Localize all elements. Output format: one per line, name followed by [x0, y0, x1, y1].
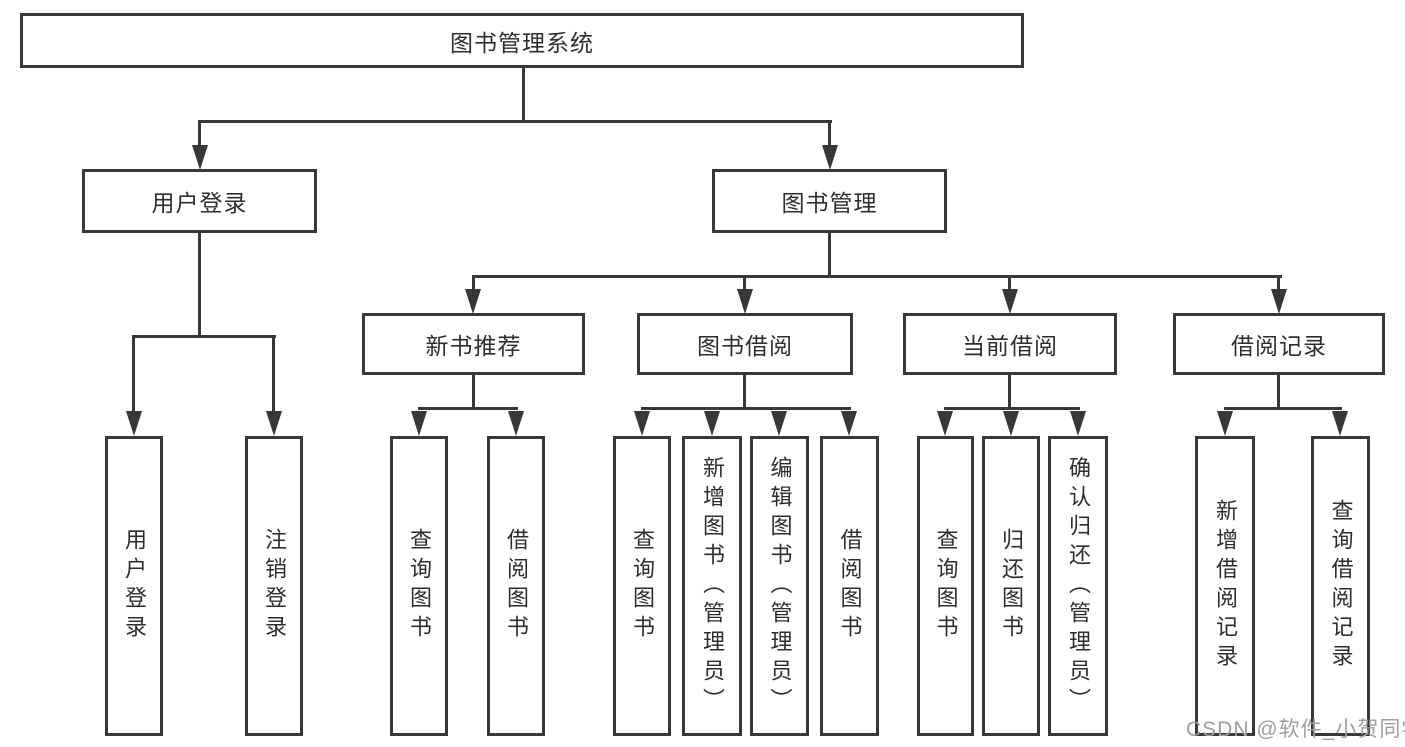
leaf-label: 查询图书: [933, 528, 959, 644]
connector-vline: [198, 120, 201, 146]
arrowhead-down-icon: [1217, 411, 1233, 436]
node-book-management: 图书管理: [712, 169, 947, 233]
connector-vline: [1008, 375, 1011, 409]
leaf-confirm-return-admin: 确认归还（管理员）: [1048, 436, 1108, 736]
leaf-label: 借阅图书: [504, 528, 529, 644]
connector-vline: [1277, 275, 1280, 291]
connector-vline: [198, 233, 201, 337]
leaf-label: 编辑图书（管理员）: [767, 455, 793, 717]
node-label: 新书推荐: [425, 333, 522, 359]
leaf-add-books-admin: 新增图书（管理员）: [682, 436, 742, 736]
leaf-label: 新增图书（管理员）: [700, 455, 725, 717]
node-borrowing-records: 借阅记录: [1173, 313, 1385, 375]
watermark: CSDN @软件_小贺同学: [1186, 718, 1405, 741]
connector-vline: [1008, 275, 1011, 291]
leaf-label: 新增借阅记录: [1213, 499, 1238, 673]
node-label: 图书管理系统: [450, 29, 594, 56]
leaf-label: 借阅图书: [837, 528, 863, 644]
node-label: 用户登录: [151, 190, 248, 216]
connector-hline: [198, 120, 832, 123]
leaf-label: 归还图书: [999, 528, 1024, 644]
leaf-current-query-books: 查询图书: [917, 436, 974, 736]
arrowhead-down-icon: [126, 411, 142, 436]
leaf-label: 查询借阅记录: [1328, 499, 1354, 673]
connector-vline: [522, 68, 525, 121]
connector-hline: [641, 407, 851, 410]
arrowhead-down-icon: [822, 145, 838, 170]
arrowhead-down-icon: [508, 411, 524, 436]
arrowhead-down-icon: [841, 411, 857, 436]
leaf-recommend-borrow-books: 借阅图书: [487, 436, 545, 736]
arrowhead-down-icon: [266, 411, 282, 436]
leaf-user-login: 用户登录: [105, 436, 163, 736]
arrowhead-down-icon: [465, 289, 481, 314]
connector-vline: [272, 335, 275, 411]
leaf-label: 查询图书: [407, 528, 432, 644]
node-current-borrowing: 当前借阅: [903, 313, 1117, 375]
node-user-login: 用户登录: [82, 169, 317, 233]
arrowhead-down-icon: [771, 411, 787, 436]
arrowhead-down-icon: [704, 411, 720, 436]
leaf-borrowing-query-books: 查询图书: [613, 436, 671, 736]
arrowhead-down-icon: [1002, 289, 1018, 314]
node-library-management-system: 图书管理系统: [20, 13, 1024, 68]
arrowhead-down-icon: [737, 289, 753, 314]
node-label: 当前借阅: [962, 333, 1058, 359]
connector-vline: [472, 375, 475, 409]
connector-hline: [1224, 407, 1342, 410]
node-book-borrowing: 图书借阅: [637, 313, 853, 375]
connector-vline: [743, 375, 746, 409]
leaf-logout: 注销登录: [245, 436, 303, 736]
connector-hline: [944, 407, 1080, 410]
leaf-recommend-query-books: 查询图书: [390, 436, 448, 736]
arrowhead-down-icon: [634, 411, 650, 436]
leaf-label: 用户登录: [122, 528, 147, 644]
node-label: 图书借阅: [697, 333, 793, 359]
arrowhead-down-icon: [1070, 411, 1086, 436]
arrowhead-down-icon: [411, 411, 427, 436]
leaf-query-borrow-record: 查询借阅记录: [1311, 436, 1370, 736]
connector-vline: [1277, 375, 1280, 409]
leaf-borrow-books: 借阅图书: [820, 436, 879, 736]
arrowhead-down-icon: [1003, 411, 1019, 436]
connector-vline: [743, 275, 746, 291]
connector-vline: [828, 120, 831, 146]
node-new-book-recommendation: 新书推荐: [362, 313, 585, 375]
leaf-add-borrow-record: 新增借阅记录: [1195, 436, 1255, 736]
connector-vline: [132, 335, 135, 411]
leaf-label: 查询图书: [630, 528, 655, 644]
node-label: 借阅记录: [1231, 333, 1327, 359]
arrowhead-down-icon: [192, 145, 208, 170]
leaf-return-books: 归还图书: [982, 436, 1040, 736]
connector-hline: [418, 407, 518, 410]
connector-vline: [828, 233, 831, 278]
node-label: 图书管理: [781, 190, 878, 216]
leaf-edit-books-admin: 编辑图书（管理员）: [750, 436, 809, 736]
leaf-label: 确认归还（管理员）: [1066, 455, 1091, 717]
connector-hline: [133, 335, 276, 338]
connector-vline: [472, 275, 475, 291]
arrowhead-down-icon: [1332, 411, 1348, 436]
arrowhead-down-icon: [937, 411, 953, 436]
arrowhead-down-icon: [1271, 289, 1287, 314]
leaf-label: 注销登录: [262, 528, 287, 644]
connector-hline: [472, 275, 1282, 278]
